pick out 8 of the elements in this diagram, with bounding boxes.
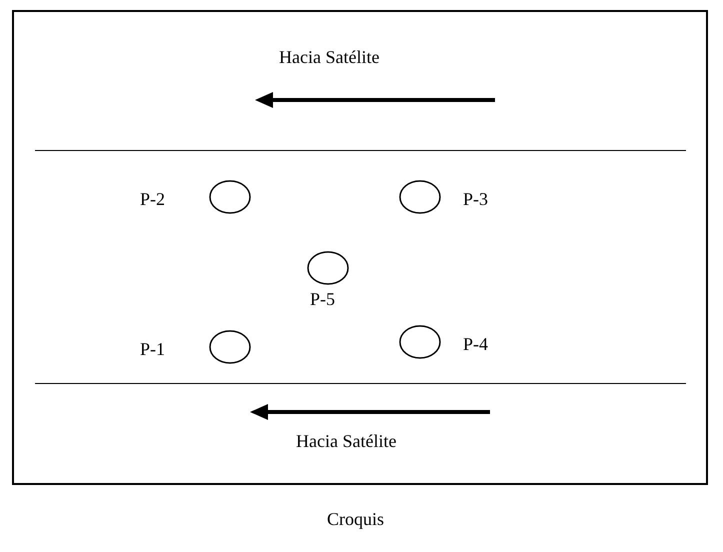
point-label: P-3 (463, 190, 488, 208)
point-label: P-1 (140, 340, 166, 358)
point-label: P-5 (310, 290, 336, 308)
caption: Croquis (327, 510, 384, 528)
direction-label: Hacia Satélite (279, 48, 380, 66)
point-label: P-4 (463, 335, 488, 353)
point-label: P-2 (140, 190, 166, 208)
direction-label: Hacia Satélite (296, 432, 396, 450)
